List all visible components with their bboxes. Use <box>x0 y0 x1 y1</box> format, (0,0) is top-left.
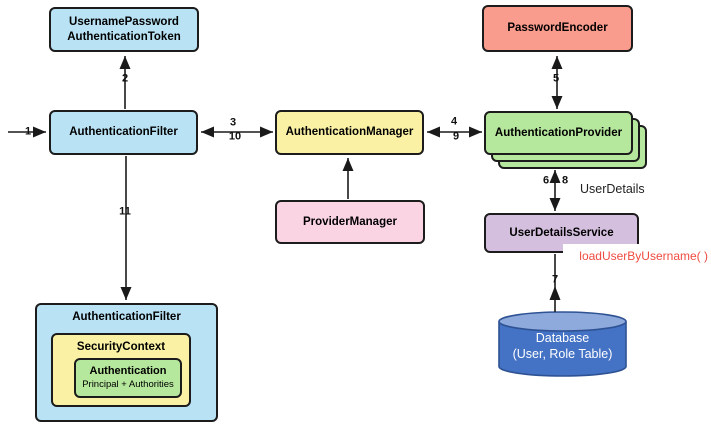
box-provider-manager: ProviderManager <box>275 200 425 244</box>
box-label: ProviderManager <box>303 215 397 228</box>
box-label: AuthenticationProvider <box>494 126 623 139</box>
database-label-line1: Database <box>535 331 590 345</box>
box-sublabel: Principal + Authorities <box>82 379 174 391</box>
box-security-context: SecurityContext Authentication Principal… <box>51 333 191 407</box>
step-label-11: 11 <box>119 205 131 218</box>
box-authentication-filter-bottom: AuthenticationFilter SecurityContext Aut… <box>35 303 218 422</box>
box-label: AuthenticationFilter <box>69 126 178 139</box>
box-label: Authentication <box>89 365 167 378</box>
box-label: SecurityContext <box>76 341 166 353</box>
step-label-9: 9 <box>452 130 460 143</box>
step-label-1: 1 <box>24 125 32 138</box>
step-label-3: 3 <box>229 116 237 129</box>
box-label: UserDetailsService <box>509 226 614 239</box>
step-label-6: 6 <box>542 174 550 187</box>
database-label-line2: (User, Role Table) <box>512 347 613 361</box>
database-top <box>498 311 627 332</box>
box-username-password-authentication-token: UsernamePassword AuthenticationToken <box>49 7 199 52</box>
step-label-2: 2 <box>121 72 129 85</box>
step-label-7: 7 <box>551 273 559 286</box>
step-label-4: 4 <box>450 115 458 128</box>
box-password-encoder: PasswordEncoder <box>482 5 633 52</box>
arrow-step-7-head <box>549 286 561 300</box>
box-authentication-manager: AuthenticationManager <box>275 110 424 155</box>
database-label: Database (User, Role Table) <box>497 330 628 362</box>
box-authentication-filter: AuthenticationFilter <box>49 110 198 155</box>
load-user-by-username-text: loadUserByUsername( ) <box>579 249 708 263</box>
database-cylinder-shape <box>498 311 627 377</box>
box-label: AuthenticationFilter <box>72 311 181 323</box>
box-label: PasswordEncoder <box>507 22 608 35</box>
box-label-line2: AuthenticationToken <box>67 30 181 43</box>
box-authentication: Authentication Principal + Authorities <box>74 358 182 398</box>
database-body <box>498 321 627 377</box>
step-label-5: 5 <box>552 72 560 85</box>
box-label-line1: UsernamePassword <box>69 15 179 28</box>
box-authentication-provider: AuthenticationProvider <box>484 111 633 155</box>
box-label: AuthenticationManager <box>285 126 414 139</box>
user-details-annotation: UserDetails <box>580 182 645 196</box>
database-cylinder-icon: Database (User, Role Table) <box>497 309 628 379</box>
step-label-10: 10 <box>228 130 242 143</box>
load-user-by-username-annotation: loadUserByUsername( ) <box>563 244 711 268</box>
step-label-8: 8 <box>561 174 569 187</box>
